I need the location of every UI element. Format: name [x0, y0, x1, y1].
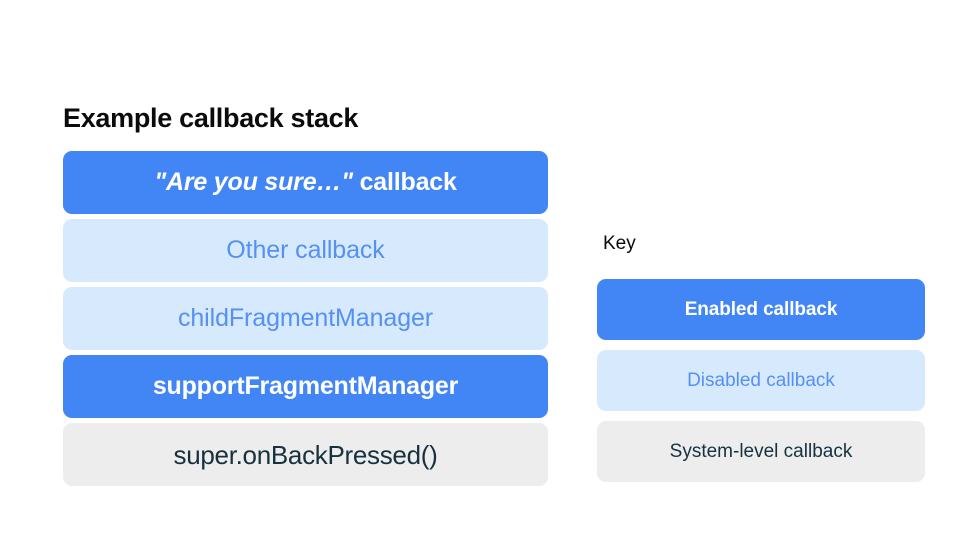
key-item-label: System-level callback — [669, 441, 853, 462]
stack-item-childfragmentmanager[interactable]: childFragmentManager — [63, 287, 548, 350]
callback-stack-list: "Are you sure…" callback Other callback … — [63, 151, 548, 486]
key-title: Key — [603, 233, 636, 254]
stack-item-label: supportFragmentManager — [152, 372, 459, 400]
stack-item-super-onbackpressed[interactable]: super.onBackPressed() — [63, 423, 548, 486]
stack-item-label: Other callback — [226, 236, 385, 264]
page-title: Example callback stack — [63, 103, 359, 133]
key-item-enabled-callback[interactable]: Enabled callback — [597, 279, 925, 340]
stack-item-label: super.onBackPressed() — [173, 439, 438, 470]
callback-stack-section: Example callback stack "Are you sure…" c… — [63, 101, 548, 486]
key-legend-section: Key Enabled callback Disabled callback S… — [597, 232, 925, 482]
key-item-disabled-callback[interactable]: Disabled callback — [597, 350, 925, 411]
stack-item-label: "Are you sure…" callback — [154, 168, 457, 196]
key-legend-list: Enabled callback Disabled callback Syste… — [597, 279, 925, 482]
key-item-system-level-callback[interactable]: System-level callback — [597, 421, 925, 482]
stack-item-are-you-sure-callback[interactable]: "Are you sure…" callback — [63, 151, 548, 214]
stack-item-supportfragmentmanager[interactable]: supportFragmentManager — [63, 355, 548, 418]
stack-item-other-callback[interactable]: Other callback — [63, 219, 548, 282]
stack-item-label-quoted: "Are you sure…" — [154, 168, 353, 196]
stack-item-label: childFragmentManager — [177, 304, 434, 332]
stack-item-label-plain: callback — [352, 168, 457, 196]
key-item-label: Disabled callback — [687, 370, 835, 391]
key-item-label: Enabled callback — [684, 299, 838, 320]
